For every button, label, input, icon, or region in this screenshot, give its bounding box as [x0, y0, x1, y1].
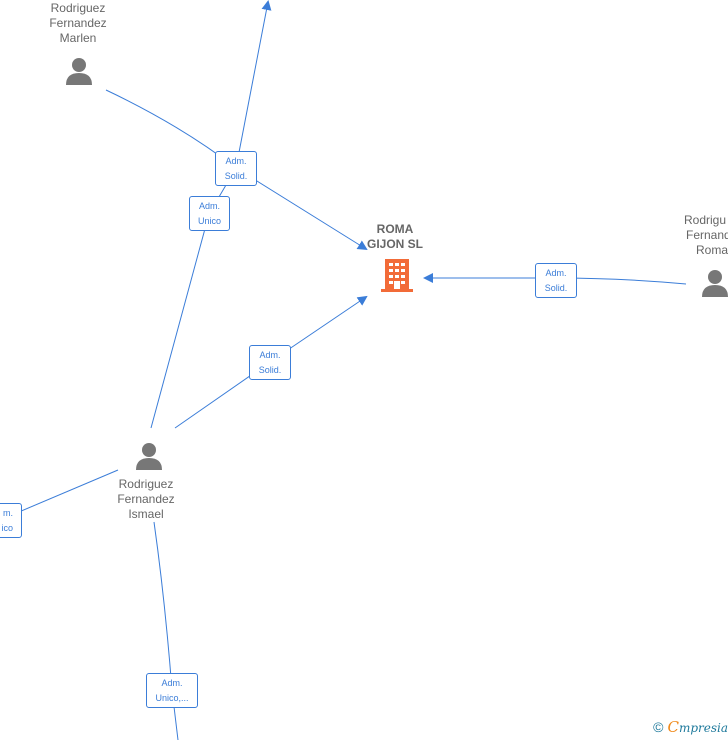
role-badge[interactable]: m. ico — [0, 503, 22, 538]
person-name-line: Fernandez — [117, 492, 175, 506]
company-label: ROMA GIJON SL — [355, 222, 435, 252]
role-line: Adm. — [259, 350, 281, 360]
company-name-line: GIJON SL — [366, 237, 423, 251]
person-name-line: Fernandez — [49, 16, 107, 30]
role-badge[interactable]: Adm. Solid. — [249, 345, 291, 380]
role-line: Adm. — [161, 678, 183, 688]
role-line: Solid. — [224, 171, 248, 181]
role-line: Unico — [197, 216, 221, 226]
empresia-watermark: ©Cmpresia — [653, 718, 728, 736]
edge-ismael-top — [150, 0, 272, 429]
role-line: Solid. — [258, 365, 282, 375]
person-name-line: Marlen — [59, 31, 97, 45]
role-badge[interactable]: Adm. Unico,... — [146, 673, 198, 708]
company-name-line: ROMA — [376, 222, 414, 236]
role-line: Adm. — [545, 268, 567, 278]
person-label-ismael: Rodriguez Fernandez Ismael — [104, 477, 188, 522]
person-icon[interactable] — [134, 441, 164, 471]
copyright-symbol: © — [653, 719, 664, 735]
building-icon[interactable] — [381, 257, 413, 293]
role-line: m. — [3, 508, 13, 518]
role-badge[interactable]: Adm. Solid. — [215, 151, 257, 186]
person-name-line: Roma — [696, 243, 728, 257]
role-line: Unico,... — [155, 693, 189, 703]
person-name-line: Ismael — [128, 507, 164, 521]
brand-initial: C — [667, 718, 679, 736]
person-name-line: Fernand — [686, 228, 728, 242]
person-icon[interactable] — [64, 56, 94, 86]
person-name-line: Rodrigu — [684, 213, 727, 227]
role-line: ico — [1, 523, 13, 533]
person-label-marlen: Rodriguez Fernandez Marlen — [36, 1, 120, 46]
person-icon[interactable] — [700, 268, 728, 298]
role-line: Adm. — [225, 156, 247, 166]
person-name-line: Rodriguez — [50, 1, 106, 15]
role-badge[interactable]: Adm. Solid. — [535, 263, 577, 298]
role-line: Solid. — [544, 283, 568, 293]
person-name-line: Rodriguez — [118, 477, 174, 491]
role-line: Adm. — [198, 201, 220, 211]
brand-name: mpresia — [678, 721, 728, 735]
person-label-roman: Rodrigu Fernand Roma — [684, 213, 728, 258]
role-badge[interactable]: Adm. Unico — [189, 196, 230, 231]
